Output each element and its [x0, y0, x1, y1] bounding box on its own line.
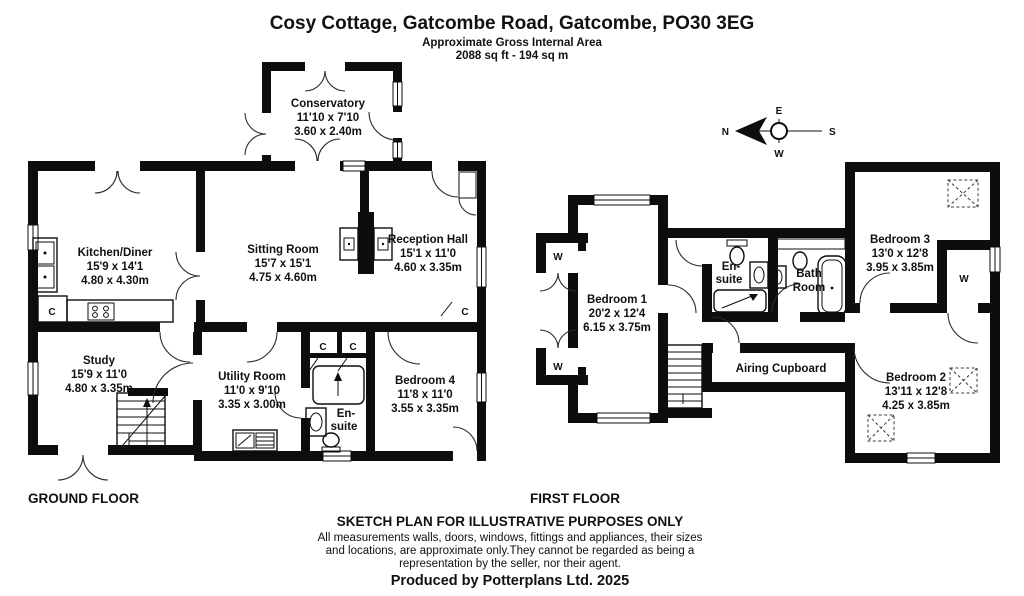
room-label-sitting-room: Sitting Room	[247, 244, 319, 256]
room-label-ensuite-first-1: En-	[722, 261, 741, 273]
staircase-first	[664, 344, 703, 409]
room-dims-bedroom2-imperial: 13'11 x 12'8	[885, 386, 948, 398]
disclaimer-line-3: representation by the seller, nor their …	[399, 558, 621, 570]
room-label-bathroom-2: Room	[793, 282, 826, 294]
toilet-first-ensuite	[726, 239, 748, 266]
room-label-airing-cupboard: Airing Cupboard	[736, 363, 827, 375]
restricted-height-markers	[867, 179, 979, 442]
room-dims-sitting-imperial: 15'7 x 15'1	[255, 258, 312, 270]
room-label-ensuite-ground-1: En-	[337, 408, 356, 420]
room-dims-kitchen-metric: 4.80 x 4.30m	[81, 275, 149, 287]
kitchen-sink-unit	[32, 237, 58, 293]
compass-label-e: E	[776, 106, 783, 117]
room-dims-conservatory-metric: 3.60 x 2.40m	[294, 126, 362, 138]
room-label-kitchen-diner: Kitchen/Diner	[78, 247, 153, 259]
first-floor-door-arcs	[539, 239, 979, 384]
room-label-ensuite-ground-2: suite	[331, 421, 358, 433]
kitchen-counter-and-hob	[66, 299, 174, 323]
ground-floor-caption: GROUND FLOOR	[28, 491, 139, 506]
room-dims-bedroom2-metric: 4.25 x 3.85m	[882, 400, 950, 412]
utility-sink-unit	[232, 429, 278, 452]
room-dims-bedroom1-imperial: 20'2 x 12'4	[589, 308, 646, 320]
sink-first-ensuite	[749, 261, 769, 289]
disclaimer-line-2: and locations, are approximate only.They…	[326, 545, 695, 557]
compass-label-w: W	[774, 149, 784, 160]
room-dims-kitchen-imperial: 15'9 x 14'1	[87, 261, 144, 273]
bathtub	[817, 255, 847, 317]
disclaimer-heading: SKETCH PLAN FOR ILLUSTRATIVE PURPOSES ON…	[337, 514, 684, 529]
room-dims-bedroom3-imperial: 13'0 x 12'8	[872, 248, 929, 260]
cupboard-label-ensuite-left: C	[319, 342, 326, 353]
footer: SKETCH PLAN FOR ILLUSTRATIVE PURPOSES ON…	[318, 514, 703, 589]
sink-ground-ensuite	[305, 407, 327, 437]
bathroom-vanity	[774, 238, 846, 250]
shower-first-ensuite	[713, 289, 767, 313]
staircase-ground	[116, 392, 166, 453]
area-subtitle: Approximate Gross Internal Area	[422, 37, 602, 49]
room-label-bathroom-1: Bath	[796, 268, 822, 280]
room-label-utility-room: Utility Room	[218, 371, 286, 383]
room-dims-study-imperial: 15'9 x 11'0	[71, 369, 127, 381]
wardrobe-label-bedroom1-bottom: W	[553, 362, 563, 373]
entrance-porch-recess	[458, 171, 477, 199]
ground-floor-plan: Conservatory 11'10 x 7'10 3.60 x 2.40m K…	[27, 62, 487, 506]
fireplace	[339, 212, 393, 274]
compass-north-arrow	[735, 117, 767, 145]
toilet-ground-ensuite	[321, 432, 341, 453]
room-dims-sitting-metric: 4.75 x 4.60m	[249, 272, 317, 284]
sink-bathroom	[769, 265, 787, 289]
kitchen-cupboard	[37, 295, 68, 323]
room-dims-utility-metric: 3.35 x 3.00m	[218, 399, 286, 411]
first-floor-windows	[593, 194, 1001, 464]
room-dims-utility-imperial: 11'0 x 9'10	[224, 385, 280, 397]
first-floor-walls	[536, 162, 1000, 463]
shower-ground	[312, 365, 365, 405]
room-label-conservatory: Conservatory	[291, 98, 366, 110]
room-dims-reception-metric: 4.60 x 3.35m	[394, 262, 462, 274]
room-label-bedroom-1: Bedroom 1	[587, 294, 648, 306]
room-label-bedroom-2: Bedroom 2	[886, 372, 946, 384]
producer-credit: Produced by Potterplans Ltd. 2025	[391, 573, 630, 589]
compass-label-s: S	[829, 127, 836, 138]
room-dims-bedroom1-metric: 6.15 x 3.75m	[583, 322, 651, 334]
compass-label-n: N	[722, 127, 729, 138]
room-dims-bedroom4-metric: 3.55 x 3.35m	[391, 403, 459, 415]
ground-floor-door-arcs	[57, 70, 478, 481]
room-dims-bedroom3-metric: 3.95 x 3.85m	[866, 262, 934, 274]
room-dims-study-metric: 4.80 x 3.35m	[65, 383, 133, 395]
room-label-reception-hall: Reception Hall	[388, 234, 468, 246]
first-floor-caption: FIRST FLOOR	[530, 491, 620, 506]
cupboard-label-kitchen: C	[48, 307, 55, 318]
wardrobe-label-bedroom2: W	[959, 274, 969, 285]
room-label-study: Study	[83, 355, 116, 367]
room-dims-conservatory-imperial: 11'10 x 7'10	[297, 112, 359, 124]
disclaimer-line-1: All measurements walls, doors, windows, …	[318, 532, 703, 544]
cupboard-door-leaves	[308, 301, 453, 372]
room-label-bedroom-3: Bedroom 3	[870, 234, 930, 246]
cupboard-label-reception: C	[461, 307, 468, 318]
wardrobe-label-bedroom1-top: W	[553, 252, 563, 263]
room-label-bedroom-4: Bedroom 4	[395, 375, 456, 387]
room-dims-bedroom4-imperial: 11'8 x 11'0	[397, 389, 452, 401]
compass-rose: N E S W	[722, 106, 836, 160]
room-dims-reception-imperial: 15'1 x 11'0	[400, 248, 456, 260]
ground-floor-walls	[28, 62, 486, 461]
cupboard-label-ensuite-right: C	[349, 342, 356, 353]
toilet-bathroom	[792, 251, 808, 271]
room-label-ensuite-first-2: suite	[716, 274, 743, 286]
first-floor-plan: Bedroom 1 20'2 x 12'4 6.15 x 3.75m En- s…	[530, 162, 1001, 506]
area-value: 2088 sq ft - 194 sq m	[456, 50, 569, 62]
page-title: Cosy Cottage, Gatcombe Road, Gatcombe, P…	[270, 13, 755, 34]
